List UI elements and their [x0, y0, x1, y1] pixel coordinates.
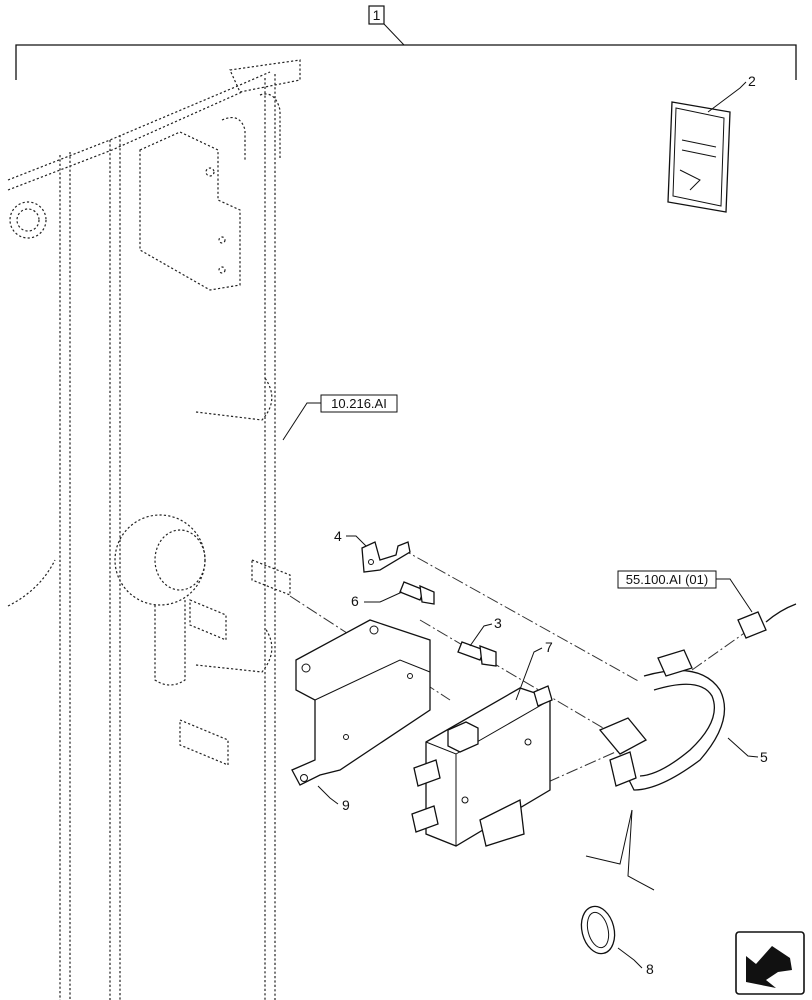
part-4-clip: 4 [334, 528, 411, 573]
callout-7: 6 [351, 593, 359, 609]
part-3-bolt: 3 [457, 615, 502, 667]
callout-2: 2 [748, 73, 756, 89]
callout-6: 8 [646, 961, 654, 977]
reference-b-text: 55.100.AI (01) [626, 572, 708, 587]
callout-4: 4 [334, 528, 342, 544]
frame-outline [7, 59, 301, 1000]
part-7-bolt: 6 [351, 581, 435, 609]
callout-3: 3 [494, 615, 502, 631]
reference-a-text: 10.216.AI [331, 396, 387, 411]
arrow-icon[interactable] [735, 931, 805, 995]
reference-box-a: 10.216.AI [282, 394, 398, 441]
part-5-harness: 5 [585, 603, 797, 891]
callout-5: 5 [760, 749, 768, 765]
assembly-number: 1 [373, 7, 381, 23]
callout-9: 9 [342, 797, 350, 813]
part-9-bracket: 9 [291, 619, 431, 813]
part-2-manual: 2 [667, 73, 756, 213]
reference-box-b: 55.100.AI (01) [617, 570, 753, 613]
callout-8: 7 [545, 639, 553, 655]
part-8-valve: 7 [411, 639, 553, 847]
assembly-bracket: 1 [15, 5, 797, 80]
part-6-oring: 8 [580, 905, 654, 977]
